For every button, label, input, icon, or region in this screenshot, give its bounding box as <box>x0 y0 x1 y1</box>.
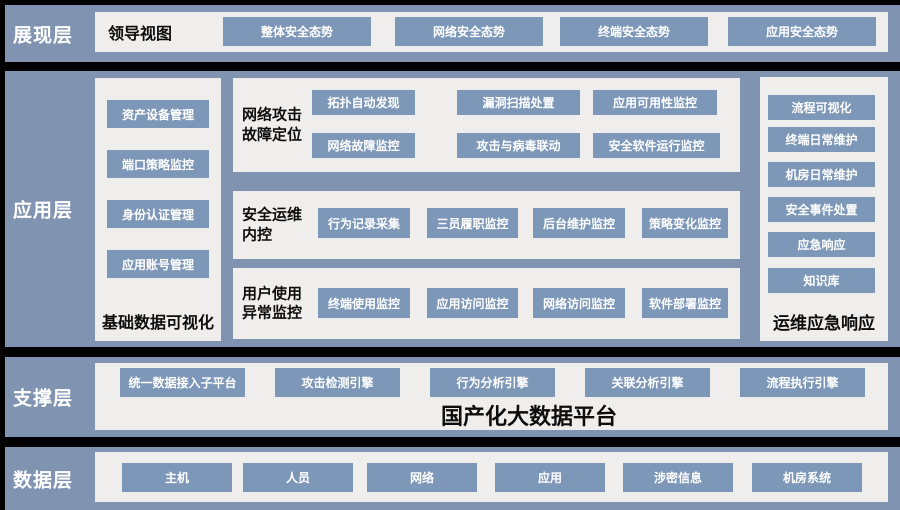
layer-band-data: 数据层 主机 人员 网络 应用 涉密信息 机房系统 <box>5 447 900 510</box>
node-network-access-monitor: 网络访问监控 <box>533 288 625 318</box>
node-classified-info: 涉密信息 <box>623 463 733 492</box>
layer-label-application: 应用层 <box>13 200 74 222</box>
security-ops-panel-title: 安全运维内控 <box>242 206 303 244</box>
node-application: 应用 <box>495 463 605 492</box>
node-server-room-system: 机房系统 <box>752 463 862 492</box>
node-three-role-duty-monitor: 三员履职监控 <box>427 208 518 238</box>
layer-label-data: 数据层 <box>13 470 74 491</box>
network-attack-fault-panel: 网络攻击故障定位 拓扑自动发现 漏洞扫描处置 应用可用性监控 网络故障监控 攻击… <box>233 78 740 172</box>
ops-emergency-response-panel: 流程可视化 终端日常维护 机房日常维护 安全事件处置 应急响应 知识库 运维应急… <box>760 77 888 341</box>
node-terminal-daily-maintenance: 终端日常维护 <box>768 127 875 152</box>
node-app-account-mgmt: 应用账号管理 <box>107 250 209 278</box>
layer-band-support: 支撑层 统一数据接入子平台 攻击检测引擎 行为分析引擎 关联分析引擎 流程执行引… <box>5 357 900 437</box>
node-host: 主机 <box>122 463 232 492</box>
big-data-platform-title: 国产化大数据平台 <box>440 404 617 429</box>
node-personnel: 人员 <box>243 463 353 492</box>
node-process-visualization: 流程可视化 <box>768 95 875 120</box>
node-network: 网络 <box>367 463 477 492</box>
node-network-fault-monitor: 网络故障监控 <box>312 133 415 158</box>
node-knowledge-base: 知识库 <box>768 268 875 293</box>
node-software-deploy-monitor: 软件部署监控 <box>642 288 728 318</box>
base-data-panel-title: 基础数据可视化 <box>101 315 214 332</box>
leader-view-title: 领导视图 <box>108 26 173 43</box>
security-ops-control-panel: 安全运维内控 行为记录采集 三员履职监控 后台维护监控 策略变化监控 <box>233 191 740 259</box>
node-application-security-posture: 应用安全态势 <box>728 17 876 46</box>
layer-label-presentation: 展现层 <box>13 25 74 46</box>
node-behavior-analysis-engine: 行为分析引擎 <box>430 368 555 397</box>
node-correlation-analysis-engine: 关联分析引擎 <box>585 368 710 397</box>
network-attack-panel-title: 网络攻击故障定位 <box>242 106 303 144</box>
leader-view-panel: 领导视图 整体安全态势 网络安全态势 终端安全态势 应用安全态势 <box>95 12 888 52</box>
node-emergency-response: 应急响应 <box>768 232 875 257</box>
node-backend-maintenance-monitor: 后台维护监控 <box>533 208 625 238</box>
node-unified-data-access-subplatform: 统一数据接入子平台 <box>120 368 245 397</box>
node-topology-auto-discovery: 拓扑自动发现 <box>312 90 415 115</box>
node-terminal-security-posture: 终端安全态势 <box>560 17 708 46</box>
node-terminal-usage-monitor: 终端使用监控 <box>318 288 410 318</box>
big-data-platform-panel: 统一数据接入子平台 攻击检测引擎 行为分析引擎 关联分析引擎 流程执行引擎 国产… <box>95 363 888 430</box>
node-security-incident-handling: 安全事件处置 <box>768 197 875 222</box>
node-asset-device-mgmt: 资产设备管理 <box>107 100 209 128</box>
data-sources-panel: 主机 人员 网络 应用 涉密信息 机房系统 <box>95 452 888 502</box>
ops-response-panel-title: 运维应急响应 <box>773 314 875 333</box>
node-port-policy-monitor: 端口策略监控 <box>107 150 209 178</box>
base-data-visualization-panel: 资产设备管理 端口策略监控 身份认证管理 应用账号管理 基础数据可视化 <box>95 78 221 341</box>
layer-band-presentation: 展现层 领导视图 整体安全态势 网络安全态势 终端安全态势 应用安全态势 <box>5 5 900 62</box>
node-process-execution-engine: 流程执行引擎 <box>740 368 865 397</box>
node-app-access-monitor: 应用访问监控 <box>427 288 518 318</box>
user-anomaly-monitor-panel: 用户使用异常监控 终端使用监控 应用访问监控 网络访问监控 软件部署监控 <box>233 268 740 339</box>
user-anomaly-panel-title: 用户使用异常监控 <box>242 285 303 322</box>
node-overall-security-posture: 整体安全态势 <box>223 17 371 46</box>
layer-label-support: 支撑层 <box>13 388 74 410</box>
layer-band-application: 应用层 资产设备管理 端口策略监控 身份认证管理 应用账号管理 基础数据可视化 … <box>5 71 900 347</box>
node-app-availability-monitor: 应用可用性监控 <box>593 90 717 115</box>
node-attack-detection-engine: 攻击检测引擎 <box>275 368 400 397</box>
node-policy-change-monitor: 策略变化监控 <box>642 208 728 238</box>
node-vuln-scan-handling: 漏洞扫描处置 <box>457 90 580 115</box>
node-server-room-daily-maintenance: 机房日常维护 <box>768 162 875 187</box>
node-security-software-monitor: 安全软件运行监控 <box>593 133 720 158</box>
node-network-security-posture: 网络安全态势 <box>395 17 543 46</box>
node-behavior-record-collection: 行为记录采集 <box>318 208 410 238</box>
node-attack-virus-linkage: 攻击与病毒联动 <box>457 133 580 158</box>
node-identity-auth-mgmt: 身份认证管理 <box>107 200 209 228</box>
